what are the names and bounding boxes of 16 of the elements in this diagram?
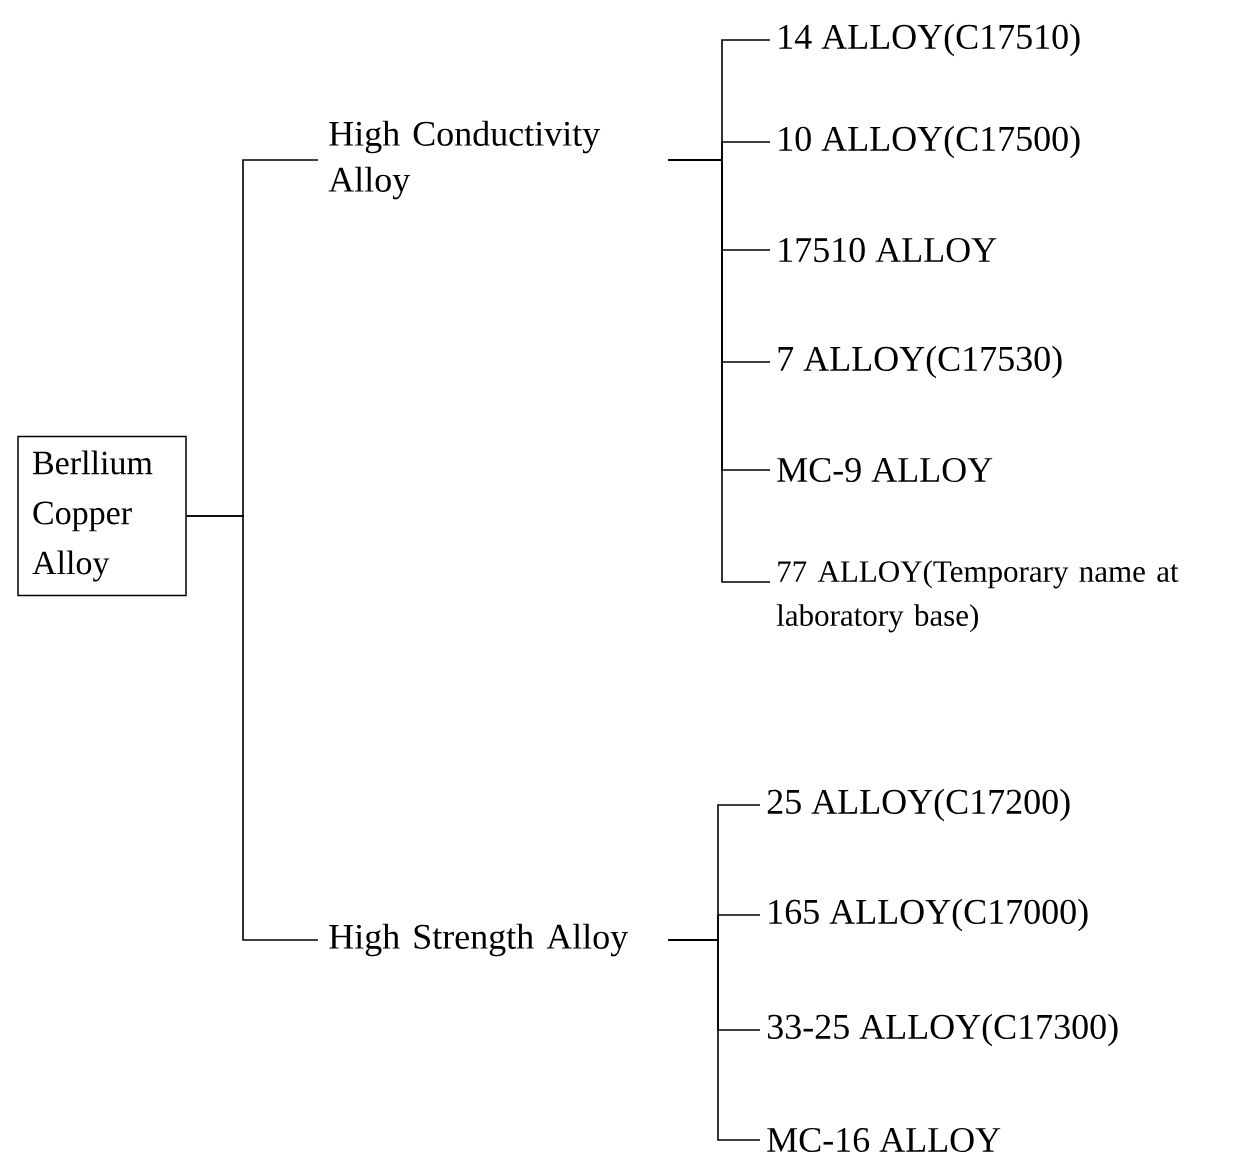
alloy-label: MC-16 ALLOY xyxy=(767,1127,1001,1153)
connector-line xyxy=(667,939,761,1141)
alloy-label: 17510 ALLOY xyxy=(779,237,997,263)
alloy-label: 7 ALLOY(C17530) xyxy=(778,345,1062,379)
alloy-label: 14 ALLOY(C17510) xyxy=(779,23,1080,57)
alloy-label: 77 ALLOY(Temporary name at laboratory base) xyxy=(776,560,1179,633)
process-box: Berllium Copper Alloy xyxy=(17,435,187,597)
alloy-label: 25 ALLOY(C17200) xyxy=(767,788,1070,822)
alloy-label: 165 ALLOY(C17000) xyxy=(769,898,1088,932)
connector-line xyxy=(667,159,771,583)
category-label: High Conductivity Alloy xyxy=(328,120,601,200)
alloy-label: 10 ALLOY(C17500) xyxy=(779,125,1080,159)
alloy-label: 33-25 ALLOY(C17300) xyxy=(767,1013,1118,1047)
connector-line xyxy=(185,515,319,941)
category-label: High Strength Alloy xyxy=(329,923,629,957)
alloy-label: MC-9 ALLOY xyxy=(777,457,993,483)
